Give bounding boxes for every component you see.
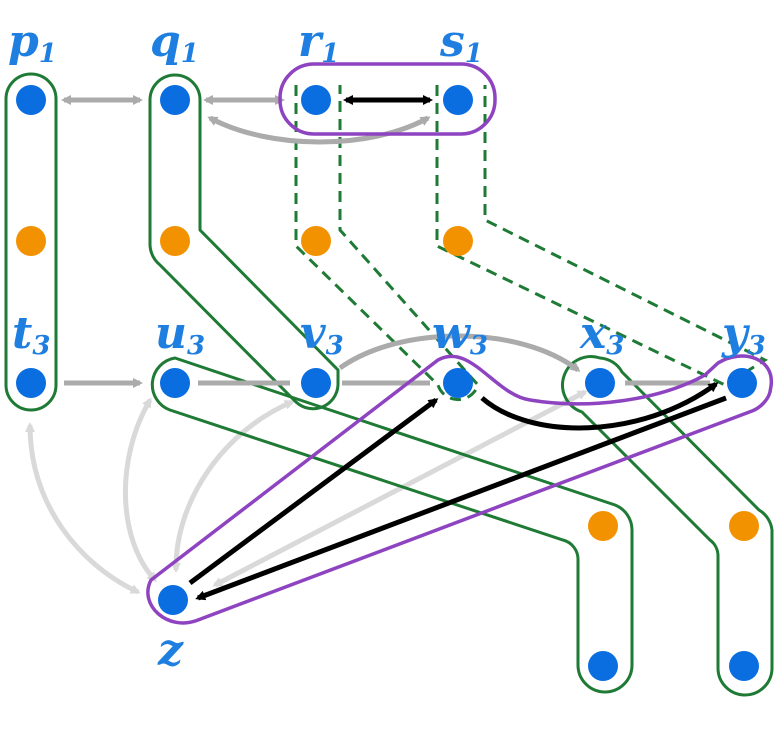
edge-q1-s1: [207, 115, 431, 145]
edge-x3-z: [212, 389, 588, 588]
node-orange-6: [729, 511, 759, 541]
gray-edges: [61, 95, 710, 388]
node-orange-1: [16, 226, 46, 256]
node-v3: [301, 368, 331, 398]
label-q1: q1: [150, 16, 199, 69]
label-v3: v3: [300, 308, 344, 361]
label-z: z: [157, 625, 184, 676]
group-r1-s1: [278, 62, 497, 136]
label-p1: p1: [8, 16, 57, 69]
edge-y3-z: [195, 395, 727, 601]
purple-groups: [146, 62, 773, 625]
edge-t3-z: [25, 422, 141, 595]
edge-w3-y3: [480, 381, 719, 431]
node-bottom-1: [588, 651, 618, 681]
label-x3: x3: [579, 308, 624, 361]
node-u3: [160, 368, 190, 398]
label-s1: s1: [439, 16, 483, 69]
node-x3: [585, 368, 615, 398]
black-edges: [188, 95, 727, 601]
green-groups: [4, 72, 774, 697]
node-w3: [443, 368, 473, 398]
label-u3: u3: [155, 308, 205, 361]
node-orange-4: [443, 226, 473, 256]
label-t3: t3: [12, 308, 50, 361]
node-labels: p1 q1 r1 s1 t3 u3 v3 w3 x3 y3 z: [8, 16, 766, 676]
node-y3: [727, 368, 757, 398]
label-r1: r1: [298, 16, 339, 69]
node-orange-2: [160, 226, 190, 256]
group-z-w3-y3: [146, 354, 773, 625]
label-w3: w3: [432, 308, 488, 361]
group-u3-lower: [150, 356, 634, 694]
node-bottom-2: [729, 651, 759, 681]
group-q1-v3: [148, 73, 340, 411]
node-z: [158, 585, 188, 615]
edge-v3-x3: [338, 333, 581, 372]
group-p1-t3: [4, 72, 58, 412]
node-r1: [301, 85, 331, 115]
edge-z-w3: [188, 397, 439, 586]
nodes: [16, 85, 759, 681]
group-r1-w3: [294, 85, 480, 402]
node-orange-5: [588, 511, 618, 541]
label-y3: y3: [721, 308, 766, 361]
node-orange-3: [301, 226, 331, 256]
node-q1: [160, 85, 190, 115]
light-edges: [25, 389, 588, 595]
node-t3: [16, 368, 46, 398]
group-x3-lower: [561, 355, 774, 697]
node-s1: [443, 85, 473, 115]
edge-u3-z: [122, 397, 158, 583]
node-p1: [16, 85, 46, 115]
